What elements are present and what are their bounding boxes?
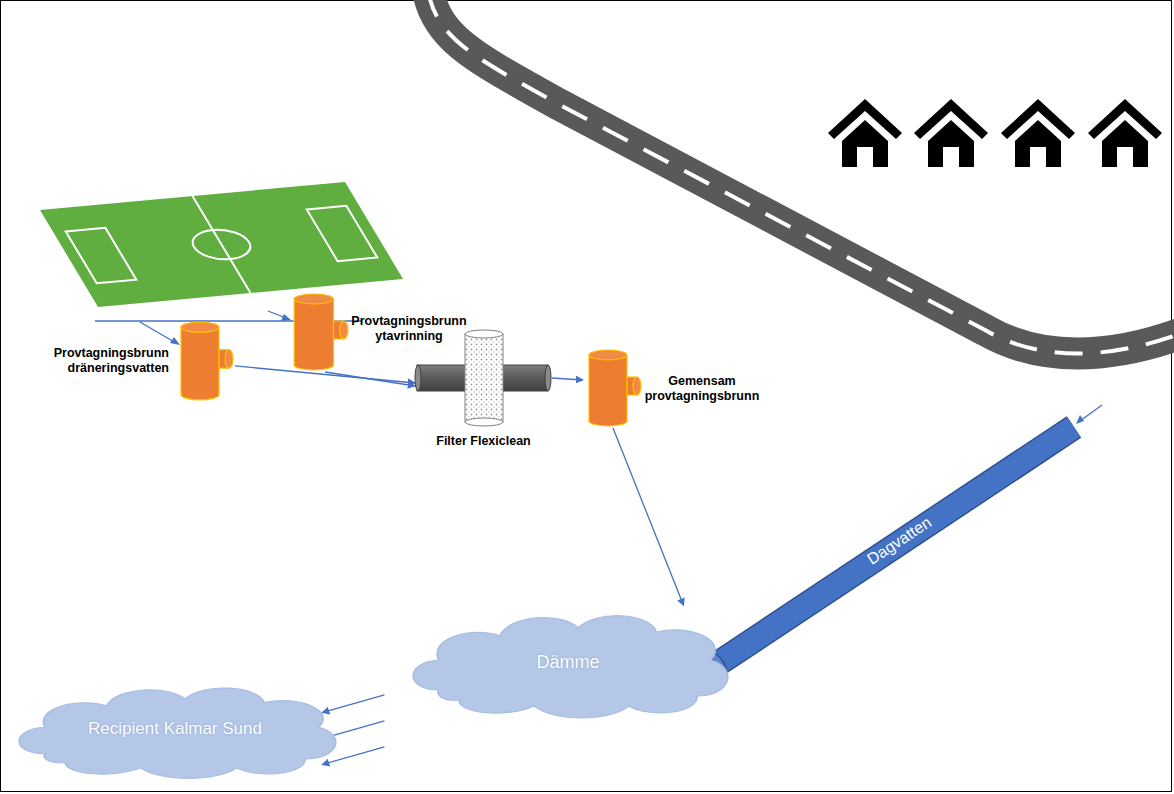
well-label: Gemensam provtagningsbrunn — [641, 374, 763, 404]
cloud-label: Recipient Kalmar Sund — [88, 719, 262, 739]
flow-line — [322, 695, 384, 713]
flow-arrow — [322, 695, 384, 765]
sampling-well-symbol — [288, 292, 350, 372]
pipe-node: Dagvatten — [705, 418, 1083, 673]
well-node: Gemensam provtagningsbrunn — [583, 348, 643, 428]
filter-symbol — [415, 328, 552, 428]
road — [428, 0, 1174, 354]
cloud-node: Recipient Kalmar Sund — [4, 676, 346, 782]
cloud-node: Dämme — [398, 602, 738, 722]
well-label: Provtagningsbrunn ytavrinning — [350, 314, 468, 344]
house-icon — [1088, 99, 1162, 167]
well-label: Provtagningsbrunn dräneringsvatten — [41, 346, 169, 376]
football-pitch — [40, 182, 403, 307]
house-icon — [914, 99, 988, 167]
well-label: Filter Flexiclean — [405, 434, 562, 449]
flow-line — [552, 378, 583, 380]
flow-arrow — [613, 428, 684, 606]
cloud-label: Dämme — [536, 652, 599, 673]
flow-line — [325, 372, 415, 386]
house-icon — [1001, 99, 1075, 167]
road-marking — [428, 0, 1174, 354]
leader-lines — [95, 311, 1102, 424]
house-icon — [828, 99, 902, 167]
well-node: Provtagningsbrunn ytavrinning — [288, 292, 350, 372]
flow-arrow — [325, 372, 415, 386]
flow-arrow — [552, 378, 583, 380]
sampling-well-symbol — [583, 348, 643, 428]
well-node: Provtagningsbrunn dräneringsvatten — [175, 320, 235, 402]
filter-node: Filter Flexiclean — [415, 328, 552, 428]
flow-line — [613, 428, 684, 606]
sampling-well-symbol — [175, 320, 235, 402]
